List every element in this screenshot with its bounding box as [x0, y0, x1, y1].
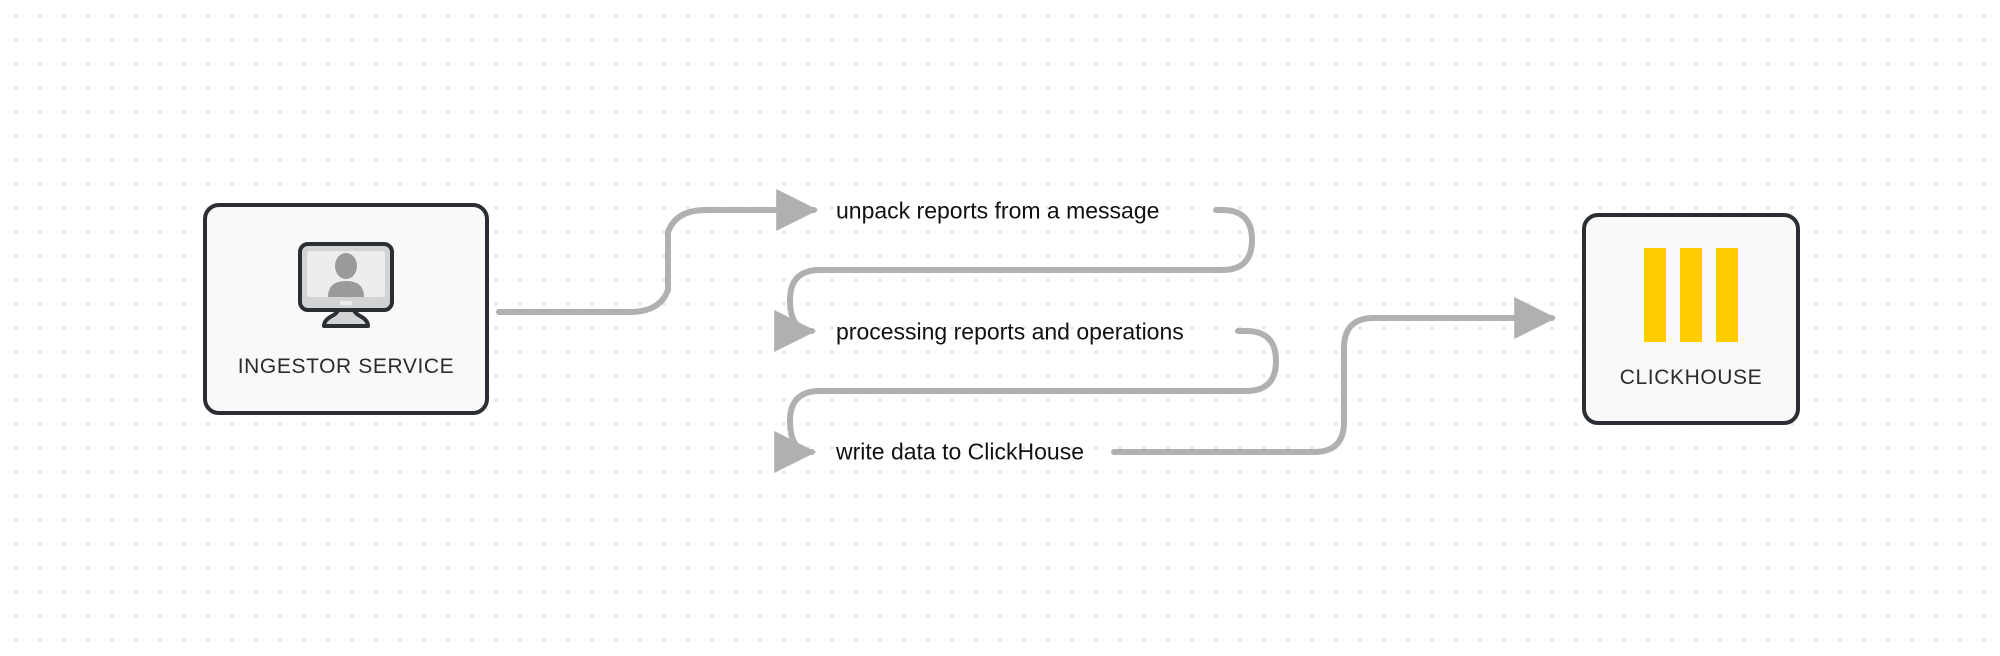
clickhouse-bar-2 [1680, 248, 1702, 342]
edge-ingestor-to-unpack [496, 189, 819, 315]
clickhouse-bar-1 [1644, 248, 1666, 342]
node-clickhouse-label: CLICKHOUSE [1619, 366, 1763, 389]
monitor-user-icon [294, 240, 398, 337]
edge-label-unpack: unpack reports from a message [836, 197, 1160, 224]
clickhouse-bar-3 [1716, 248, 1738, 342]
node-clickhouse[interactable]: CLICKHOUSE [1582, 213, 1800, 425]
clickhouse-bars-icon [1644, 248, 1738, 342]
node-ingestor-label: INGESTOR SERVICE [237, 354, 455, 378]
edge-processing-to-write [774, 328, 1280, 473]
edge-label-write: write data to ClickHouse [836, 438, 1084, 465]
edge-label-processing: processing reports and operations [836, 318, 1184, 345]
edge-unpack-to-processing [774, 207, 1256, 352]
node-ingestor-service[interactable]: INGESTOR SERVICE [203, 203, 489, 415]
